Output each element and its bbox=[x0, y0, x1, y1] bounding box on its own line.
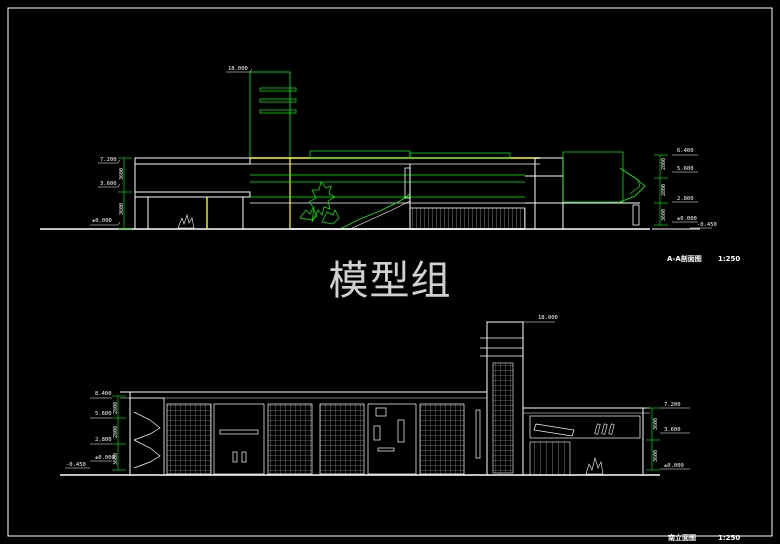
elevation-dim-left-c: 3600 bbox=[113, 453, 119, 465]
elevation-scale: 1:250 bbox=[718, 534, 740, 542]
elevation-wall-panel-2 bbox=[367, 403, 417, 475]
elevation-dim-right-a: 3600 bbox=[653, 418, 659, 430]
section-stair bbox=[339, 164, 411, 230]
section-top-elev-line bbox=[226, 68, 253, 73]
section-far-right-base bbox=[632, 204, 640, 226]
watermark-text: 模型组 bbox=[328, 258, 452, 304]
section-elev-left-floor2: 3.600 bbox=[100, 181, 117, 187]
section-stair-2 bbox=[349, 200, 411, 230]
section-tower-slit-3 bbox=[259, 109, 297, 114]
elevation-wall-slot-3 bbox=[241, 451, 247, 463]
elevation-left-stair-1 bbox=[133, 411, 161, 441]
section-tree bbox=[299, 181, 340, 225]
section-dim-right-mid: 2800 bbox=[661, 184, 667, 196]
elevation-elev-right-ground: ±0.000 bbox=[664, 463, 684, 469]
elevation-wall-slot-6 bbox=[397, 419, 405, 443]
elevation-grid-panel-3 bbox=[319, 403, 365, 475]
elevation-left-elev-lines bbox=[65, 397, 112, 469]
elevation-right-slash-window bbox=[533, 423, 575, 437]
section-shrub bbox=[177, 213, 195, 229]
section-tower-slit-2 bbox=[259, 98, 297, 103]
elevation-left-block bbox=[129, 397, 165, 476]
elevation-title: 南立面图 bbox=[668, 533, 696, 542]
elevation-wall-slot-4 bbox=[375, 407, 387, 417]
section-tower-slit-1 bbox=[259, 87, 297, 92]
section-elev-right-floor1: 2.800 bbox=[677, 196, 694, 202]
section-left-floor-slab bbox=[134, 191, 251, 198]
elevation-elev-left-2800: 2.800 bbox=[95, 437, 112, 443]
elevation-dim-left-b: 2800 bbox=[113, 426, 119, 438]
elevation-right-shrub bbox=[585, 456, 604, 475]
elevation-grid-panel-1 bbox=[166, 403, 212, 475]
elevation-dim-left-a: 2800 bbox=[113, 402, 119, 414]
elevation-elev-left-roof: 8.400 bbox=[95, 391, 112, 397]
elevation-elev-left-5600: 5.600 bbox=[95, 411, 112, 417]
section-far-right-stair-2 bbox=[625, 171, 641, 195]
section-left-elev-lines bbox=[90, 159, 121, 226]
section-elev-left-ground: ±0.000 bbox=[92, 218, 112, 224]
section-elev-top: 18.000 bbox=[228, 66, 248, 72]
elevation-drawing: 8.400 5.600 2.800 ±0.000 -0.450 2800 280… bbox=[60, 315, 740, 542]
section-elev-left-roof: 7.200 bbox=[100, 157, 117, 163]
elevation-left-dim-lines bbox=[112, 395, 126, 471]
section-elev-right-ground: ±0.000 bbox=[677, 216, 697, 222]
section-glass-wall bbox=[409, 207, 526, 230]
elevation-elev-left-base: -0.450 bbox=[66, 462, 86, 468]
section-stair-post bbox=[404, 167, 411, 199]
elevation-right-glass bbox=[529, 441, 571, 476]
section-elev-right-floor2: 5.600 bbox=[677, 166, 694, 172]
elevation-right-elev-lines bbox=[660, 407, 690, 470]
section-title: A-A剖面图 bbox=[667, 254, 702, 263]
elevation-wall-slot-8 bbox=[475, 409, 481, 459]
elevation-tower-grid bbox=[492, 362, 514, 474]
elevation-elev-right-mid: 3.600 bbox=[664, 427, 681, 433]
section-elev-right-roof: 6.400 bbox=[677, 148, 694, 154]
section-right-dim-lines bbox=[654, 154, 668, 226]
elevation-dim-right-b: 3600 bbox=[653, 450, 659, 462]
elevation-elev-right-roof: 7.200 bbox=[664, 402, 681, 408]
section-roof-step-2 bbox=[409, 152, 511, 159]
elevation-right-win-2 bbox=[601, 423, 608, 435]
elevation-right-win-3 bbox=[608, 423, 615, 435]
elevation-wall-panel-1 bbox=[213, 403, 265, 475]
section-right-block bbox=[534, 157, 564, 230]
section-elev-right-base: -0.450 bbox=[697, 222, 717, 228]
elevation-left-stair-2 bbox=[133, 439, 161, 469]
section-dim-left-upper: 3600 bbox=[119, 168, 125, 180]
section-roof-step-1 bbox=[309, 150, 411, 159]
section-tower bbox=[249, 71, 291, 159]
section-right-elev-lines bbox=[672, 154, 712, 229]
section-dim-right-top: 2800 bbox=[661, 158, 667, 170]
elevation-wall-slot-2 bbox=[232, 451, 238, 463]
elevation-right-win-1 bbox=[594, 423, 601, 435]
section-far-right-stair bbox=[619, 167, 646, 203]
elevation-right-dim-lines bbox=[646, 407, 660, 471]
section-dim-right-low: 3600 bbox=[661, 209, 667, 221]
section-left-dim-lines bbox=[118, 157, 132, 230]
drawing-border bbox=[7, 7, 773, 537]
elevation-grid-panel-2 bbox=[267, 403, 313, 475]
elevation-grid-panel-4 bbox=[419, 403, 465, 475]
section-drawing: 7.200 3.600 ±0.000 3600 3600 18.000 6.40… bbox=[40, 66, 740, 263]
elevation-elev-left-ground: ±0.000 bbox=[95, 455, 115, 461]
elevation-elev-top: 18.000 bbox=[538, 315, 558, 321]
elevation-right-band bbox=[529, 415, 641, 439]
elevation-wall-slot-7 bbox=[377, 447, 395, 452]
section-dim-left-lower: 3600 bbox=[119, 203, 125, 215]
elevation-wall-slot-1 bbox=[219, 429, 259, 435]
section-far-right bbox=[562, 151, 624, 203]
elevation-wall-slot-5 bbox=[373, 425, 381, 441]
section-left-roof-slab bbox=[134, 157, 251, 165]
section-scale: 1:250 bbox=[718, 255, 740, 263]
